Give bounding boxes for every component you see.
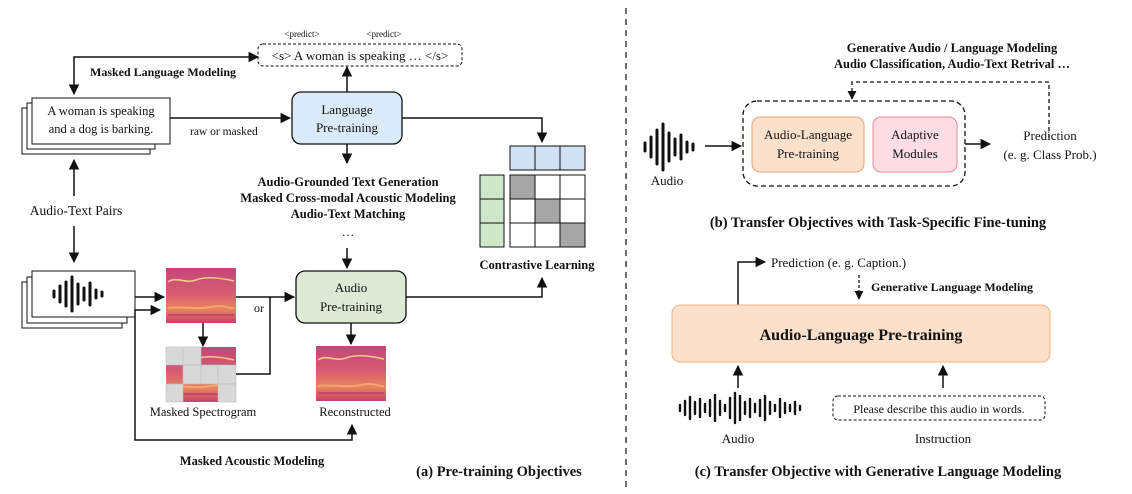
- panel-b-title: (b) Transfer Objectives with Task-Specif…: [710, 215, 1047, 231]
- language-pretraining-line2: Pre-training: [316, 120, 379, 135]
- token-sequence: <s> A woman is speaking … </s>: [272, 48, 449, 63]
- audio-pretraining-box: [295, 270, 407, 324]
- generative-lm-label: Generative Language Modeling: [871, 280, 1033, 294]
- instruction-box: [832, 395, 1046, 421]
- panel-c: Prediction (e. g. Caption.) Generative L…: [671, 255, 1062, 480]
- spectrogram-icon: [165, 267, 237, 324]
- audio-pretraining-line2: Pre-training: [320, 299, 383, 314]
- panel-b: Generative Audio / Language Modeling Aud…: [643, 41, 1097, 231]
- alp-box-b: [751, 116, 865, 173]
- masked-spectrogram-label: Masked Spectrogram: [150, 405, 257, 419]
- adaptive-line2: Modules: [892, 146, 938, 161]
- audio-label-c: Audio: [722, 431, 755, 446]
- masked-spectrogram: [165, 346, 237, 403]
- panel-a-title: (a) Pre-training Objectives: [416, 464, 582, 480]
- prediction-c: Prediction (e. g. Caption.): [771, 255, 906, 270]
- language-pretraining-line1: Language: [321, 102, 372, 117]
- objective-3: Audio-Text Matching: [291, 207, 406, 221]
- task-line-2: Audio Classification, Audio-Text Retriva…: [834, 57, 1070, 71]
- or-label: or: [254, 301, 264, 315]
- caption-text-line1: A woman is speaking: [47, 104, 155, 118]
- contrastive-matrix: [479, 145, 586, 248]
- audio-label-b: Audio: [651, 173, 684, 188]
- panel-c-title: (c) Transfer Objective with Generative L…: [695, 464, 1062, 480]
- document-stack-icon: [21, 97, 171, 155]
- instruction-label: Instruction: [915, 431, 972, 446]
- language-pretraining-box: [291, 91, 403, 145]
- alp-c-label: Audio-Language Pre-training: [760, 327, 963, 344]
- contrastive-learning-label: Contrastive Learning: [480, 258, 596, 272]
- waveform-icon: [52, 275, 104, 313]
- adaptive-modules-box: [872, 116, 958, 173]
- predict-label-1: <predict>: [284, 29, 319, 39]
- masked-lm-label: Masked Language Modeling: [90, 65, 236, 79]
- reconstructed-spectrogram: [315, 345, 387, 402]
- caption-text-line2: and a dog is barking.: [49, 122, 154, 136]
- objective-ellipsis: …: [342, 224, 355, 239]
- token-sequence-box: [257, 43, 463, 67]
- audio-text-pairs-label: Audio-Text Pairs: [30, 203, 122, 218]
- masked-acoustic-modeling-label: Masked Acoustic Modeling: [180, 454, 325, 468]
- prediction-b-line1: Prediction: [1023, 128, 1077, 143]
- audio-pretraining-line1: Audio: [335, 280, 368, 295]
- panel-a: <predict> <predict> <s> A woman is speak…: [21, 29, 596, 480]
- predict-label-2: <predict>: [366, 29, 401, 39]
- prediction-b-line2: (e. g. Class Prob.): [1003, 147, 1096, 162]
- raw-or-masked-label: raw or masked: [190, 126, 258, 138]
- alp-b-line2: Pre-training: [777, 146, 840, 161]
- waveform-icon: [678, 391, 802, 425]
- instruction-text: Please describe this audio in words.: [853, 402, 1024, 416]
- reconstructed-label: Reconstructed: [319, 405, 391, 419]
- objective-1: Audio-Grounded Text Generation: [257, 175, 438, 189]
- task-line-1: Generative Audio / Language Modeling: [847, 41, 1058, 55]
- waveform-icon: [643, 122, 695, 172]
- alp-b-line1: Audio-Language: [764, 127, 852, 142]
- adaptive-line1: Adaptive: [891, 127, 939, 142]
- alp-box-c: [671, 304, 1051, 363]
- objective-2: Masked Cross-modal Acoustic Modeling: [240, 191, 456, 205]
